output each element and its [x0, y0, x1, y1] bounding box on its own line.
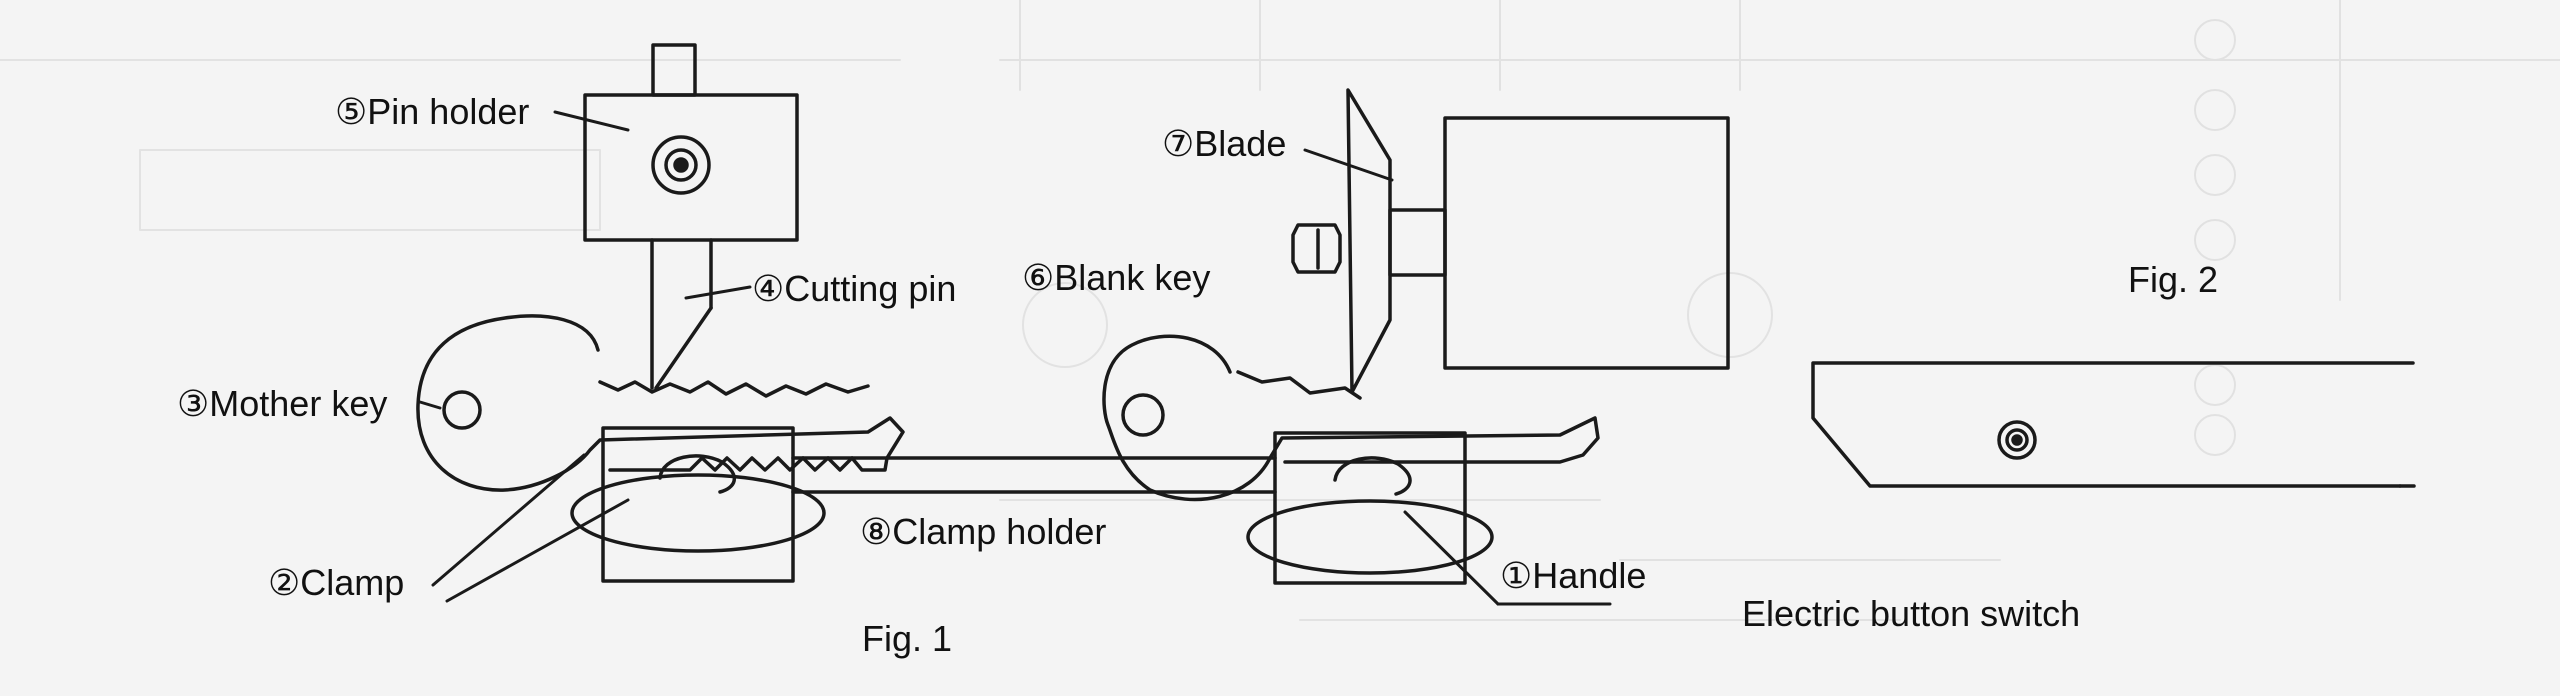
blade-and-motor-shape — [1291, 88, 1730, 394]
clamp-holder-rods — [791, 456, 1277, 494]
bleed-through-background — [0, 0, 2560, 621]
mother-key-shape — [416, 314, 905, 492]
mother-key-teeth — [598, 380, 870, 398]
mother-key-hole — [442, 390, 482, 430]
label-clamp: ②Clamp — [268, 562, 405, 603]
label-fig2: Fig. 2 — [2128, 259, 2219, 300]
label-electric-button-switch: Electric button switch — [1742, 593, 2081, 634]
cutting-pin-shape — [650, 238, 713, 390]
label-mother-key: ③Mother key — [177, 383, 388, 424]
clamp-left-shape — [570, 426, 826, 583]
leader-lines — [418, 110, 1612, 606]
clamp-right-shape — [1246, 431, 1494, 585]
label-clamp-holder: ⑧Clamp holder — [860, 511, 1107, 552]
blank-key-hole — [1121, 393, 1165, 437]
label-cutting-pin: ④Cutting pin — [752, 268, 957, 309]
label-pin-holder: ⑤Pin holder — [335, 91, 530, 132]
fig2-machine-base — [1811, 361, 2416, 488]
label-blade: ⑦Blade — [1162, 123, 1287, 164]
label-fig1: Fig. 1 — [862, 618, 953, 659]
label-blank-key: ⑥Blank key — [1022, 257, 1211, 298]
electric-button-switch-shape — [1997, 420, 2037, 460]
label-handle: ①Handle — [1500, 555, 1647, 596]
pin-holder-shape — [583, 43, 799, 242]
blank-key-shape — [1102, 334, 1600, 502]
blank-key-ridge — [1236, 370, 1362, 400]
